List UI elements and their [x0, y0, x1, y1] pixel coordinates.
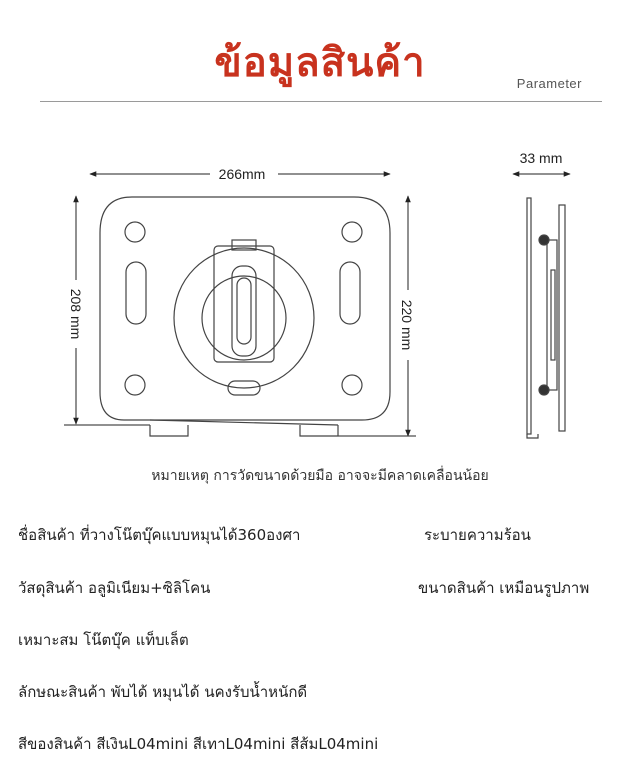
- left-height-dimension: 208 mm: [64, 195, 150, 426]
- left-height-label: 208 mm: [68, 289, 84, 340]
- product-dimension-drawing: 266mm 208 mm 220 mm: [64, 150, 571, 439]
- spec-features: ลักษณะสินค้า พับได้ หมุนได้ นคงรับน้ำหนั…: [18, 683, 308, 701]
- width-dimension: 266mm: [89, 166, 391, 182]
- right-height-dimension: 220 mm: [330, 195, 416, 437]
- depth-dimension: 33 mm: [512, 150, 571, 177]
- right-height-label: 220 mm: [399, 300, 415, 351]
- measurement-note: หมายเหตุ การวัดขนาดด้วยมือ อาจจะมีคลาดเค…: [151, 468, 489, 484]
- spec-product-name: ชื่อสินค้า ที่วางโน๊ตบุ๊คแบบหมุนได้360อง…: [18, 526, 301, 544]
- depth-label: 33 mm: [520, 150, 563, 166]
- spec-material: วัสดุสินค้า อลูมิเนียม+ซิลิโคน: [18, 579, 211, 597]
- side-view: [526, 197, 566, 439]
- page-title: ข้อมูลสินค้า: [214, 40, 426, 86]
- spec-cooling: ระบายความร้อน: [424, 526, 531, 544]
- page-subtitle: Parameter: [516, 76, 582, 91]
- spec-size: ขนาดสินค้า เหมือนรูปภาพ: [418, 579, 590, 597]
- spec-suitable-for: เหมาะสม โน๊ตบุ๊ค แท็บเล็ต: [18, 631, 189, 649]
- front-view: [99, 196, 391, 437]
- width-label: 266mm: [219, 166, 266, 182]
- header-divider: [40, 101, 602, 102]
- spec-colors: สีของสินค้า สีเงินL04mini สีเทาL04mini ส…: [18, 735, 379, 753]
